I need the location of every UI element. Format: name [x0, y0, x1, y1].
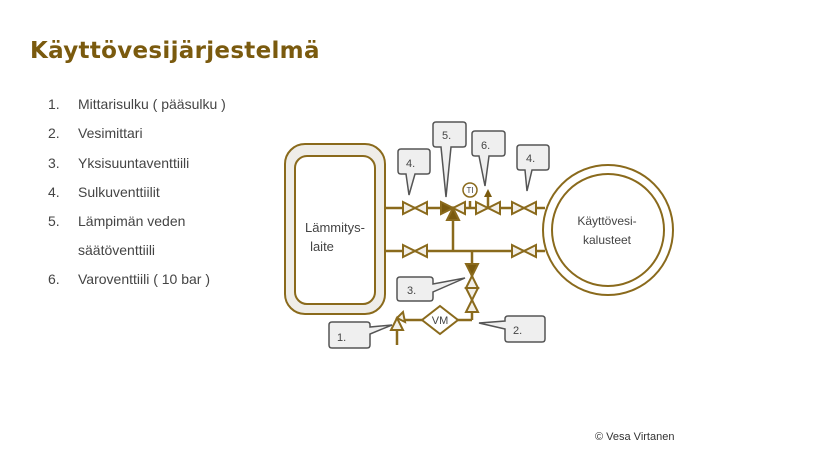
list-item: 3. Yksisuuntaventtiili — [48, 155, 189, 171]
heater-label-2: laite — [310, 239, 334, 254]
list-text: Sulkuventtiilit — [78, 184, 160, 200]
shutoff-valve-icon — [511, 201, 537, 215]
callout-1-label: 1. — [337, 332, 346, 344]
callout-2 — [478, 315, 546, 343]
callout-4-right — [516, 144, 550, 192]
shutoff-valve-icon — [511, 244, 537, 258]
list-number: 5. — [48, 213, 60, 229]
list-number: 4. — [48, 184, 60, 200]
callout-5 — [432, 121, 467, 198]
fixtures-label-2: kalusteet — [583, 233, 632, 247]
slide-title: Käyttövesijärjestelmä — [30, 38, 320, 64]
list-text: Mittarisulku ( pääsulku ) — [78, 96, 226, 112]
shutoff-valve-icon — [465, 287, 479, 313]
fixtures-inner — [551, 173, 665, 287]
heater-inner — [294, 155, 376, 305]
list-text: Lämpimän veden — [78, 213, 186, 229]
callout-5-label: 5. — [442, 130, 451, 142]
list-text: säätöventtiili — [78, 242, 156, 258]
list-text: Vesimittari — [78, 125, 143, 141]
list-number: 3. — [48, 155, 60, 171]
callout-3-label: 3. — [407, 285, 416, 297]
callout-4-left — [397, 148, 431, 196]
shutoff-valve-icon — [402, 201, 428, 215]
list-item: 1. Mittarisulku ( pääsulku ) — [48, 96, 226, 112]
list-item: 4. Sulkuventtiilit — [48, 184, 160, 200]
water-meter-label: VM — [432, 315, 449, 327]
heater-label-1: Lämmitys- — [305, 220, 365, 235]
callout-4-left-label: 4. — [406, 158, 415, 170]
thermometer-icon — [462, 182, 478, 198]
fixtures-label-1: Käyttövesi- — [577, 214, 636, 228]
list-number: 1. — [48, 96, 60, 112]
list-item: 2. Vesimittari — [48, 125, 143, 141]
list-text: Yksisuuntaventtiili — [78, 155, 190, 171]
water-meter-icon — [420, 304, 460, 336]
list-number: 6. — [48, 271, 60, 287]
list-text: Varoventtiili ( 10 bar ) — [78, 271, 211, 287]
callout-1 — [328, 321, 393, 349]
main-shutoff-valve-icon — [389, 309, 407, 331]
mixing-valve-icon — [440, 200, 466, 221]
callout-6-label: 6. — [481, 140, 490, 152]
callout-3 — [396, 276, 466, 302]
check-valve-icon — [464, 263, 480, 289]
list-item: 5. Lämpimän veden — [48, 213, 185, 229]
list-item: säätöventtiili — [48, 242, 155, 258]
list-item: 6. Varoventtiili ( 10 bar ) — [48, 271, 210, 287]
list-number: 2. — [48, 125, 60, 141]
callout-6 — [471, 130, 506, 187]
copyright: © Vesa Virtanen — [595, 431, 675, 443]
thermometer-label: TI — [466, 186, 473, 195]
callout-4-right-label: 4. — [526, 153, 535, 165]
safety-valve-icon — [475, 189, 501, 215]
callout-2-label: 2. — [513, 325, 522, 337]
shutoff-valve-icon — [402, 244, 428, 258]
